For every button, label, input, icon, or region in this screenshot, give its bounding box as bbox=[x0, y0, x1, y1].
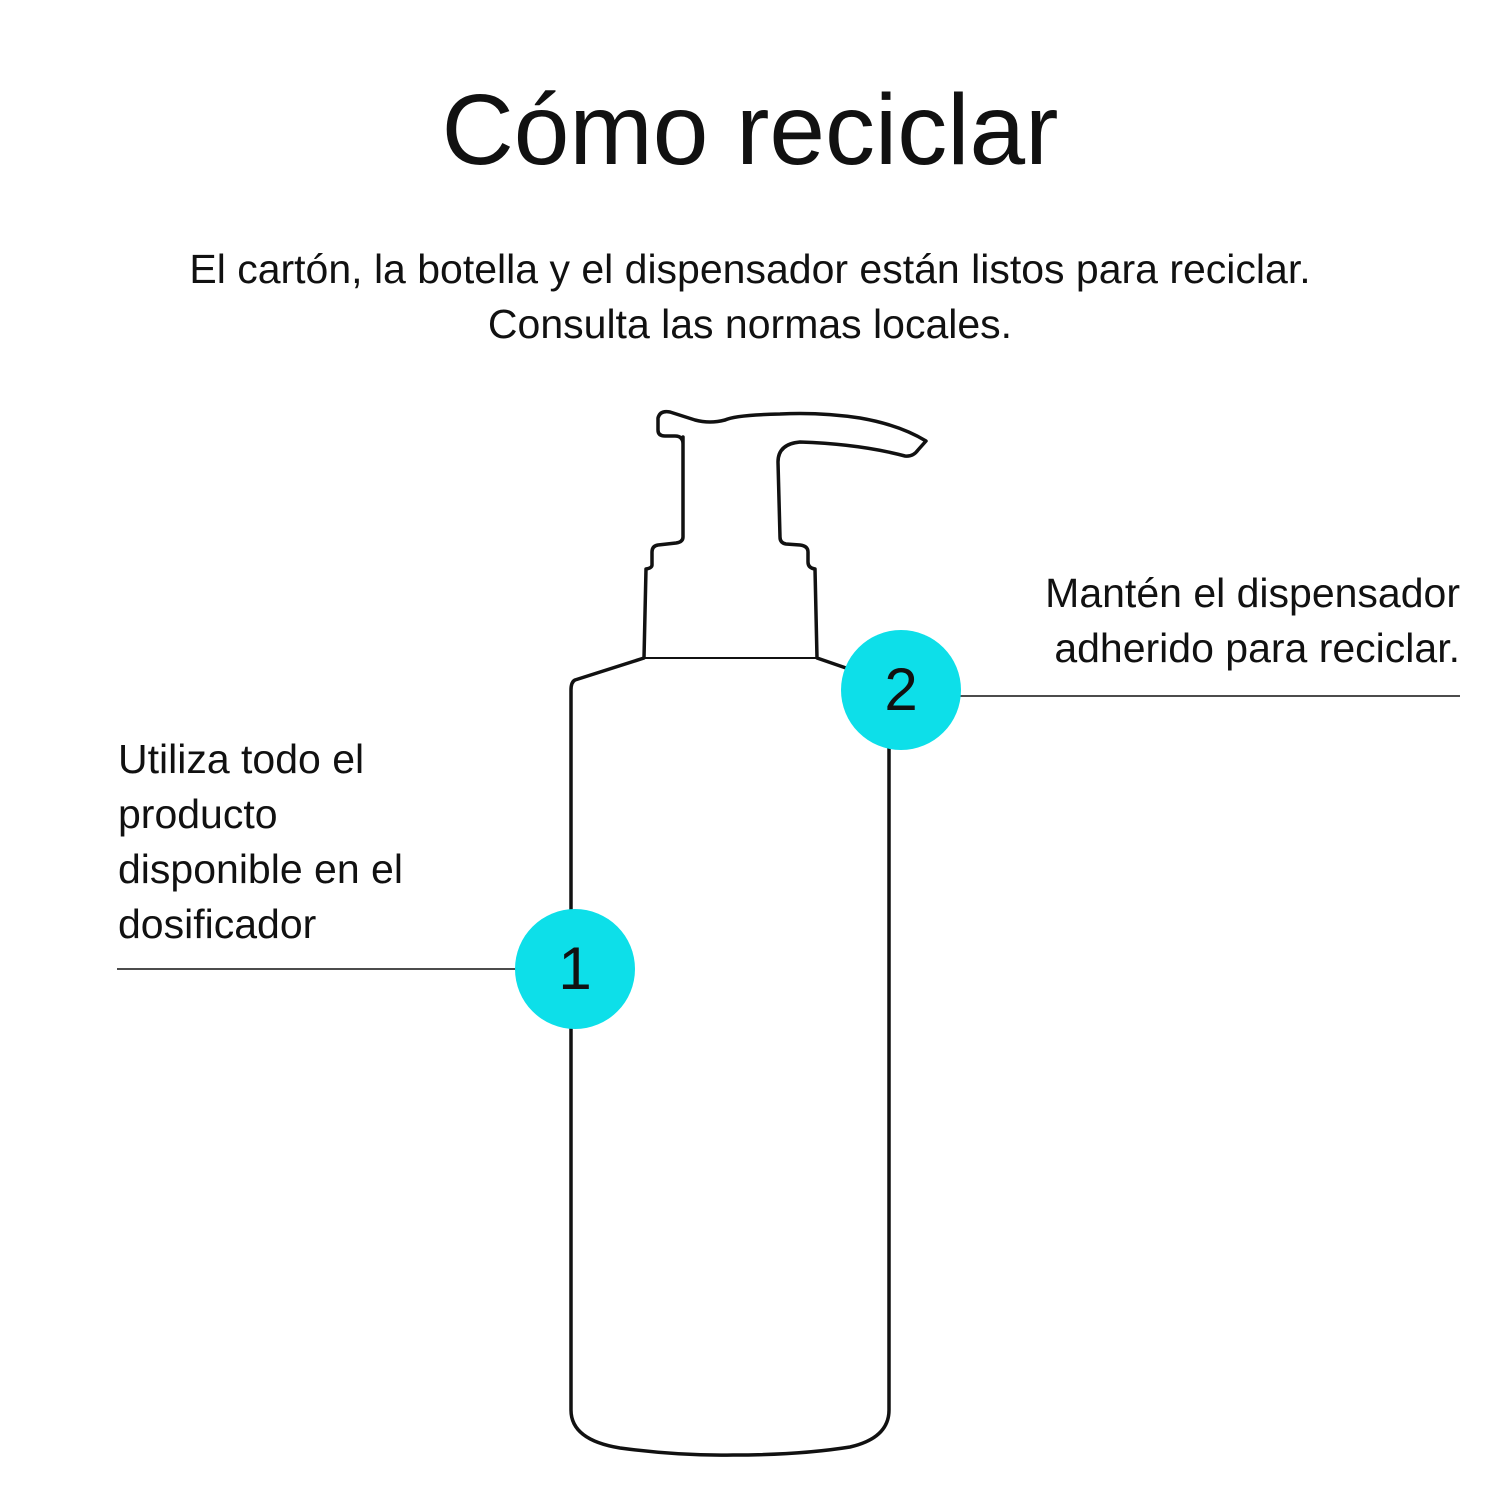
pump-bottle-outline bbox=[569, 409, 928, 1457]
callout-1-badge bbox=[515, 909, 635, 1029]
callout-1-text: Utiliza todo el producto disponible en e… bbox=[118, 732, 498, 952]
callout-2-text: Mantén el dispensador adherido para reci… bbox=[1045, 566, 1460, 676]
callout-2-badge bbox=[841, 630, 961, 750]
page-title: Cómo reciclar bbox=[441, 74, 1059, 186]
callout-1-line: Utiliza todo el bbox=[118, 736, 365, 782]
callout-1-line: dosificador bbox=[118, 901, 317, 947]
callout-2-line: adherido para reciclar. bbox=[1054, 625, 1460, 671]
callout-1-line: disponible en el bbox=[118, 846, 403, 892]
callout-1-number: 1 bbox=[558, 935, 592, 1002]
callout-2-number: 2 bbox=[884, 656, 918, 723]
callout-1-line: producto bbox=[118, 791, 278, 837]
callout-2-line: Mantén el dispensador bbox=[1045, 570, 1460, 616]
subtitle: El cartón, la botella y el dispensador e… bbox=[189, 246, 1311, 347]
